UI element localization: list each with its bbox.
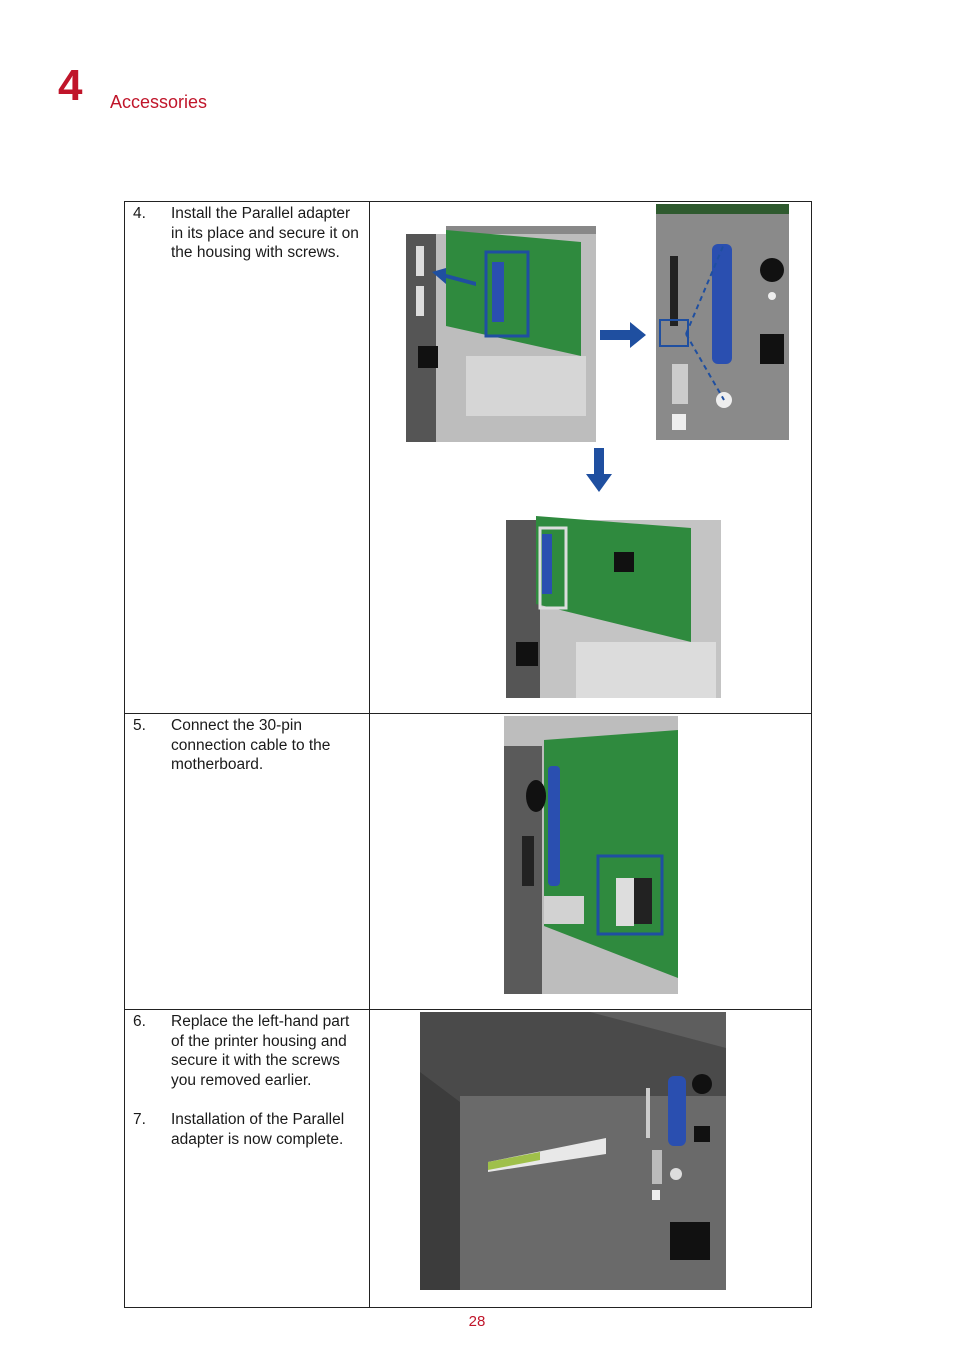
- step-number: 4.: [133, 205, 146, 222]
- step-text-cell: 6. Replace the left-hand part of the pri…: [124, 1009, 370, 1308]
- step-text: Install the Parallel adapter in its plac…: [171, 205, 359, 262]
- step-number: 6.: [133, 1013, 146, 1030]
- printer-back-panel-illustration: [656, 204, 789, 440]
- cable-connection-illustration: [504, 716, 678, 994]
- step-text: Replace the left-hand part of the printe…: [171, 1013, 350, 1089]
- step-number: 5.: [133, 717, 146, 734]
- step-text-cell: 4. Install the Parallel adapter in its p…: [124, 201, 370, 714]
- step-image-cell: [369, 713, 812, 1010]
- step-image-cell: [369, 201, 812, 714]
- arrow-down-icon: [586, 448, 612, 492]
- chapter-title: Accessories: [110, 92, 208, 112]
- list-item: 6. Replace the left-hand part of the pri…: [125, 1012, 369, 1090]
- step-text-cell: 5. Connect the 30-pin connection cable t…: [124, 713, 370, 1010]
- table-row: 4. Install the Parallel adapter in its p…: [124, 201, 812, 714]
- printer-installed-adapter-illustration: [506, 516, 721, 698]
- chapter-number: 4: [58, 61, 83, 110]
- table-row: 5. Connect the 30-pin connection cable t…: [124, 713, 812, 1010]
- list-item: 7. Installation of the Parallel adapter …: [125, 1110, 369, 1149]
- printer-internal-illustration: [406, 226, 596, 442]
- list-item: 5. Connect the 30-pin connection cable t…: [125, 716, 369, 775]
- list-item: 4. Install the Parallel adapter in its p…: [125, 204, 369, 263]
- step-number: 7.: [133, 1111, 146, 1129]
- step-image-cell: [369, 1009, 812, 1308]
- instruction-table: 4. Install the Parallel adapter in its p…: [124, 201, 812, 1308]
- step-text: Installation of the Parallel adapter is …: [171, 1111, 345, 1148]
- page-number: 28: [468, 1313, 486, 1330]
- arrow-right-icon: [600, 322, 646, 348]
- table-row: 6. Replace the left-hand part of the pri…: [124, 1009, 812, 1308]
- step-text: Connect the 30-pin connection cable to t…: [171, 717, 331, 774]
- printer-closed-housing-illustration: [420, 1012, 726, 1290]
